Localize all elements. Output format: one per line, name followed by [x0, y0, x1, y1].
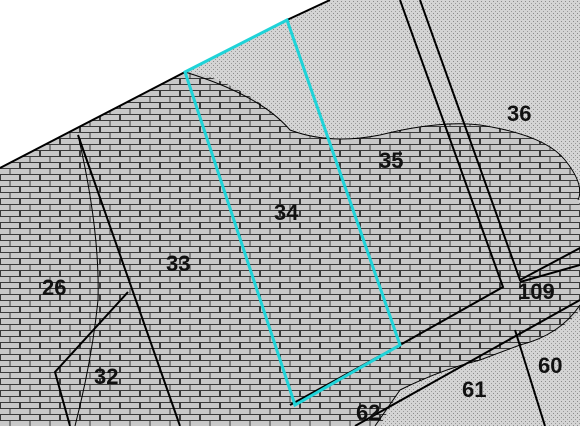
parcel-label-61[interactable]: 61: [462, 377, 486, 402]
parcel-60-61-area: [380, 310, 580, 426]
parcel-36-boundary: [184, 71, 580, 201]
built-up-area: [0, 72, 580, 426]
parcel-label-60[interactable]: 60: [538, 353, 562, 378]
parcel-label-32[interactable]: 32: [94, 364, 118, 389]
parcel-label-62[interactable]: 62: [356, 400, 380, 425]
parcel-label-35[interactable]: 35: [379, 148, 403, 173]
parcel-labels: 26 32 33 34 35 36 60 61 62 109: [42, 101, 562, 425]
parcel-26-thin-boundary: [74, 134, 99, 426]
parcel-label-109[interactable]: 109: [518, 279, 555, 304]
parcel-label-34[interactable]: 34: [274, 200, 299, 225]
parcel-label-36[interactable]: 36: [507, 101, 531, 126]
selected-parcel-34-outline[interactable]: [183, 17, 402, 408]
parcel-label-26[interactable]: 26: [42, 275, 66, 300]
parcel-label-33[interactable]: 33: [166, 251, 190, 276]
parcel-60-boundary: [374, 304, 580, 426]
